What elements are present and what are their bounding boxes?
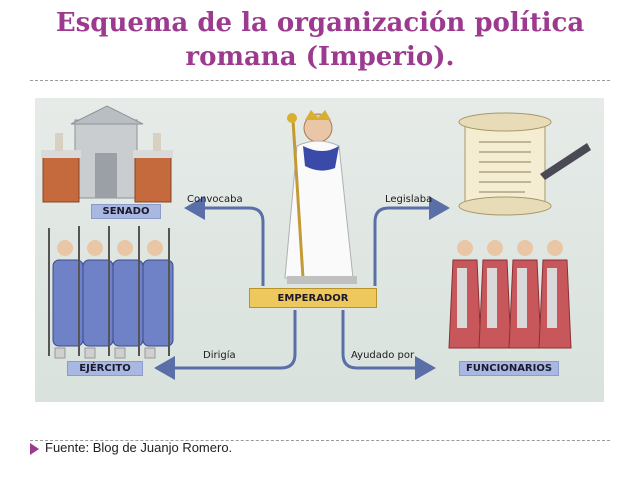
node-senado: SENADO	[91, 204, 161, 219]
senate-building-icon	[41, 105, 173, 203]
slide-title: Esquema de la organización política roma…	[20, 6, 620, 74]
arrow-convocaba	[184, 196, 265, 286]
edge-label-dirigia: Dirigía	[203, 350, 236, 361]
edge-label-legislaba: Legislaba	[385, 194, 433, 205]
node-funcionarios: FUNCIONARIOS	[459, 361, 559, 376]
edge-label-convocaba: Convocaba	[187, 194, 243, 205]
source-caption: Fuente: Blog de Juanjo Romero.	[45, 440, 233, 455]
bottom-divider	[30, 440, 610, 441]
arrow-legislaba	[373, 196, 450, 286]
officials-figures-icon	[448, 240, 572, 349]
bullet-arrow-icon	[30, 443, 39, 455]
node-ejercito: EJÉRCITO	[67, 361, 143, 376]
title-line-1: Esquema de la organización política	[55, 8, 585, 38]
top-divider	[30, 80, 610, 81]
relation-arrows	[154, 196, 450, 380]
scroll-law-icon	[458, 112, 591, 216]
arrow-dirigia	[154, 310, 297, 380]
organization-scheme: SENADO EMPERADOR EJÉRCITO FUNCIONARIOS C…	[35, 98, 604, 402]
emperor-figure-icon	[284, 110, 357, 284]
node-emperador: EMPERADOR	[249, 288, 377, 308]
title-line-2: romana (Imperio).	[185, 42, 455, 72]
arrow-ayudado-por	[341, 310, 436, 380]
army-soldiers-icon	[48, 226, 174, 359]
edge-label-ayudado-por: Ayudado por	[351, 350, 415, 361]
scheme-illustration	[35, 98, 604, 402]
